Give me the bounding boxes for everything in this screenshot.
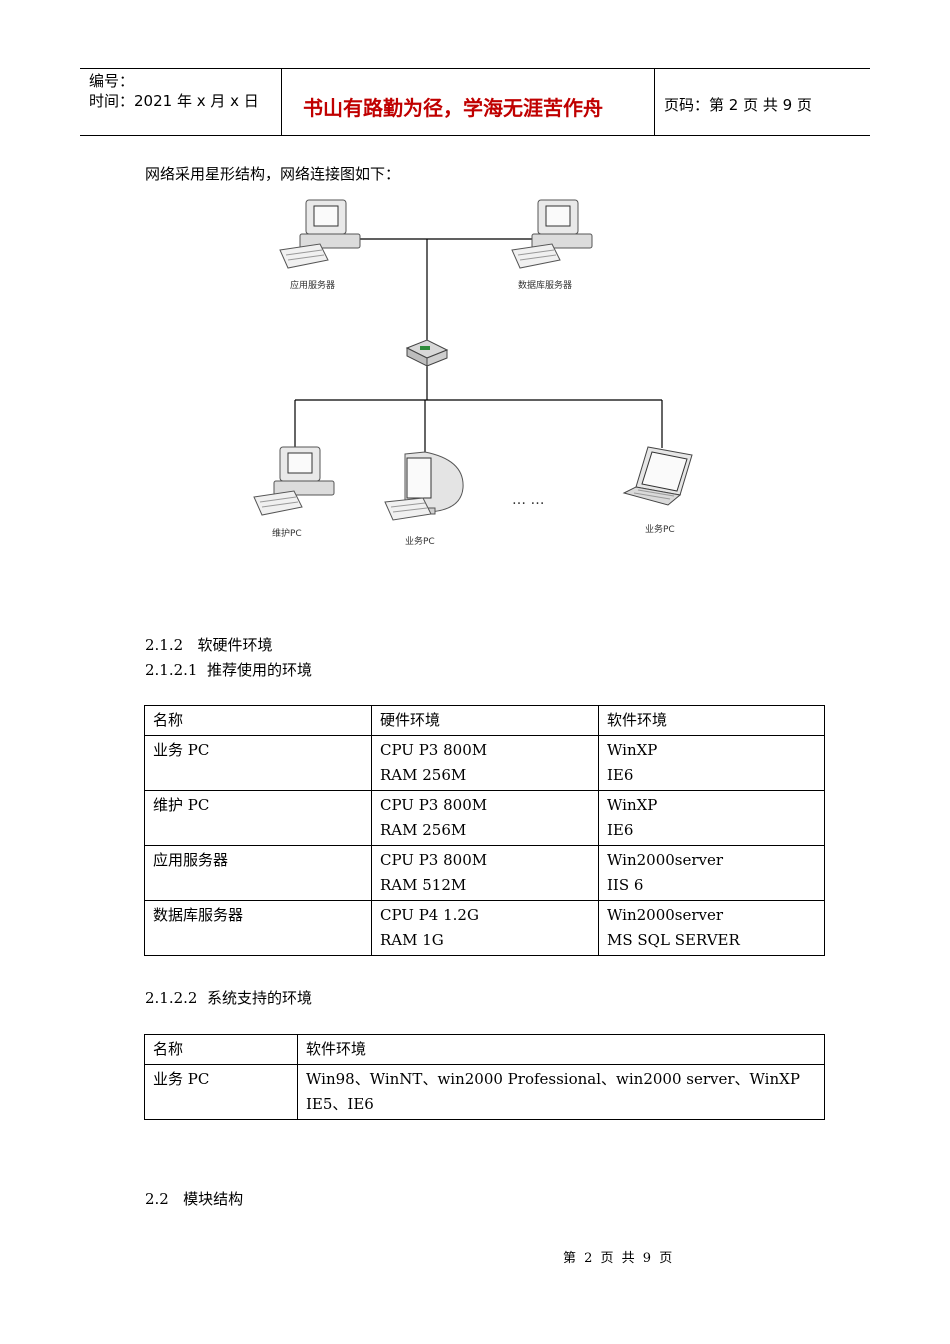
table-header-cell: 名称 [144,1034,298,1065]
intro-text: 网络采用星形结构，网络连接图如下： [145,165,401,183]
header-motto: 书山有路勤为径，学海无涯苦作舟 [303,96,603,120]
header-number-label: 编号： [89,72,135,90]
ellipsis-dots: … … [512,492,544,508]
table-header-cell: 硬件环境 [371,705,599,736]
header-bottom-rule [80,135,870,136]
section-2-1-2: 2.1.2 软硬件环境 [145,636,273,654]
table-cell-name: 业务 PC [144,1064,298,1120]
table-header-row: 名称 硬件环境 软件环境 [144,705,825,736]
section-2-2: 2.2 模块结构 [145,1190,244,1208]
biz-pc-2-label: 业务PC [645,523,675,535]
header-top-rule [80,68,870,69]
header-date-label: 时间：2021 年 x 月 x 日 [89,92,259,110]
table-cell-name: 应用服务器 [144,845,372,901]
network-diagram: 应用服务器 数据库服务器 维护PC 业务PC … … [253,199,693,547]
biz-pc-icon [384,451,464,521]
network-wires [294,238,663,460]
table-header-row: 名称 软件环境 [144,1034,825,1065]
table-cell-name: 数据库服务器 [144,900,372,956]
app-server-icon [279,199,361,269]
biz-pc-1-label: 业务PC [405,535,435,547]
page-footer: 第 2 页 共 9 页 [563,1251,675,1266]
app-server-label: 应用服务器 [290,279,335,291]
table-cell-name: 维护 PC [144,790,372,846]
header-divider-left [281,68,282,136]
maint-pc-icon [253,446,335,516]
table-header-cell: 名称 [144,705,372,736]
db-server-label: 数据库服务器 [518,279,572,291]
table-row: 业务 PC Win98、WinNT、win2000 Professional、w… [144,1064,825,1120]
supported-env-table: 名称 软件环境 业务 PC Win98、WinNT、win2000 Profes… [144,1034,825,1120]
table-header-cell: 软件环境 [297,1034,825,1065]
table-header-cell: 软件环境 [598,705,825,736]
hub-icon [405,339,449,367]
header-page-label: 页码：第 2 页 共 9 页 [664,96,812,114]
table-cell-sw: Win98、WinNT、win2000 Professional、win2000… [297,1064,825,1120]
maint-pc-label: 维护PC [272,527,302,539]
section-2-1-2-1: 2.1.2.1 推荐使用的环境 [145,661,313,679]
laptop-icon [622,446,693,506]
section-2-1-2-2: 2.1.2.2 系统支持的环境 [145,989,313,1007]
table-cell-name: 业务 PC [144,735,372,791]
db-server-icon [511,199,593,269]
header-divider-right [654,68,655,136]
